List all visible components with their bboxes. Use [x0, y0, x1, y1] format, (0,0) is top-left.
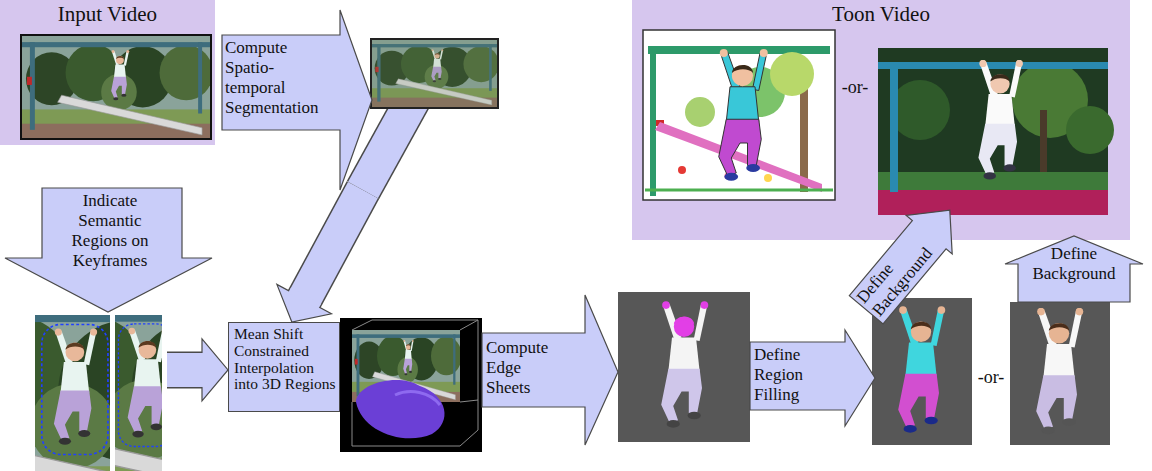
volume-image — [340, 318, 482, 452]
arrow-outline — [482, 295, 618, 445]
region-fill-image — [1010, 302, 1110, 445]
keyframe-images — [42, 324, 108, 454]
segmentation-frame — [372, 40, 497, 107]
output-panel: Toon Video — [632, 0, 1130, 240]
step-arrow: Compute Edge Sheets — [482, 295, 618, 445]
arrow-stub — [363, 94, 416, 190]
arrow-outline — [5, 188, 212, 312]
volume-image — [352, 330, 462, 402]
segmentation-frame — [370, 38, 499, 109]
edge-sheet-image — [618, 292, 750, 442]
arrow-outline — [1005, 236, 1143, 302]
step-arrow: Define Region Filling — [750, 330, 875, 426]
region-fill-image — [898, 306, 945, 432]
step-arrow: Define Background — [1005, 236, 1143, 302]
arrow-head — [202, 339, 228, 401]
arrow-shaft — [108, 312, 202, 370]
panel-title: Toon Video — [632, 2, 1130, 26]
keyframe-images — [0, 297, 357, 471]
arrow-joint — [198, 353, 204, 387]
edge-sheet-image — [618, 292, 750, 442]
keyframe-images — [118, 324, 171, 447]
arrow-stub — [363, 94, 416, 190]
volume-image — [395, 392, 440, 405]
flow-arrow — [277, 190, 363, 322]
region-fill-image — [1010, 302, 1110, 445]
segmentation-frame — [372, 40, 499, 107]
arrow-joint — [303, 296, 306, 301]
arrow-stub — [363, 94, 416, 190]
arrow-shaft-outline — [108, 312, 202, 370]
keyframe-images — [0, 297, 357, 471]
keyframe-images — [30, 312, 167, 471]
arrow-head — [277, 284, 332, 322]
or-label: -or- — [832, 76, 878, 98]
volume-image — [352, 320, 478, 446]
step-arrow: Indicate Semantic Regions on Keyframes — [5, 188, 212, 312]
arrow-outline — [750, 330, 875, 426]
step-label: Compute Spatio-temporal Segmentation — [225, 38, 330, 118]
arrow-shaft — [304, 190, 363, 299]
panel-title: Input Video — [0, 2, 215, 26]
process-box: Mean Shift Constrained Interpolation int… — [228, 322, 340, 412]
step-arrow: Compute Spatio-temporal Segmentation — [222, 10, 372, 190]
keyframe-images — [0, 296, 357, 471]
step-label: Indicate Semantic Regions on Keyframes — [55, 191, 165, 271]
step-label: Mean Shift Constrained Interpolation int… — [234, 326, 336, 393]
segmentation-frame — [370, 38, 499, 109]
region-fill-image — [1036, 308, 1083, 434]
edge-sheet-image — [661, 301, 708, 427]
step-label: Define Background — [1026, 244, 1122, 284]
step-label: Define Region Filling — [754, 345, 818, 405]
volume-image — [356, 380, 445, 438]
arrow-shaft-outline — [304, 190, 363, 299]
volume-image — [340, 318, 482, 452]
or-label: -or- — [968, 366, 1014, 388]
arrow-outline — [222, 10, 372, 190]
flow-arrow — [108, 312, 228, 401]
input-panel: Input Video — [0, 0, 215, 145]
step-label: Compute Edge Sheets — [486, 338, 566, 398]
